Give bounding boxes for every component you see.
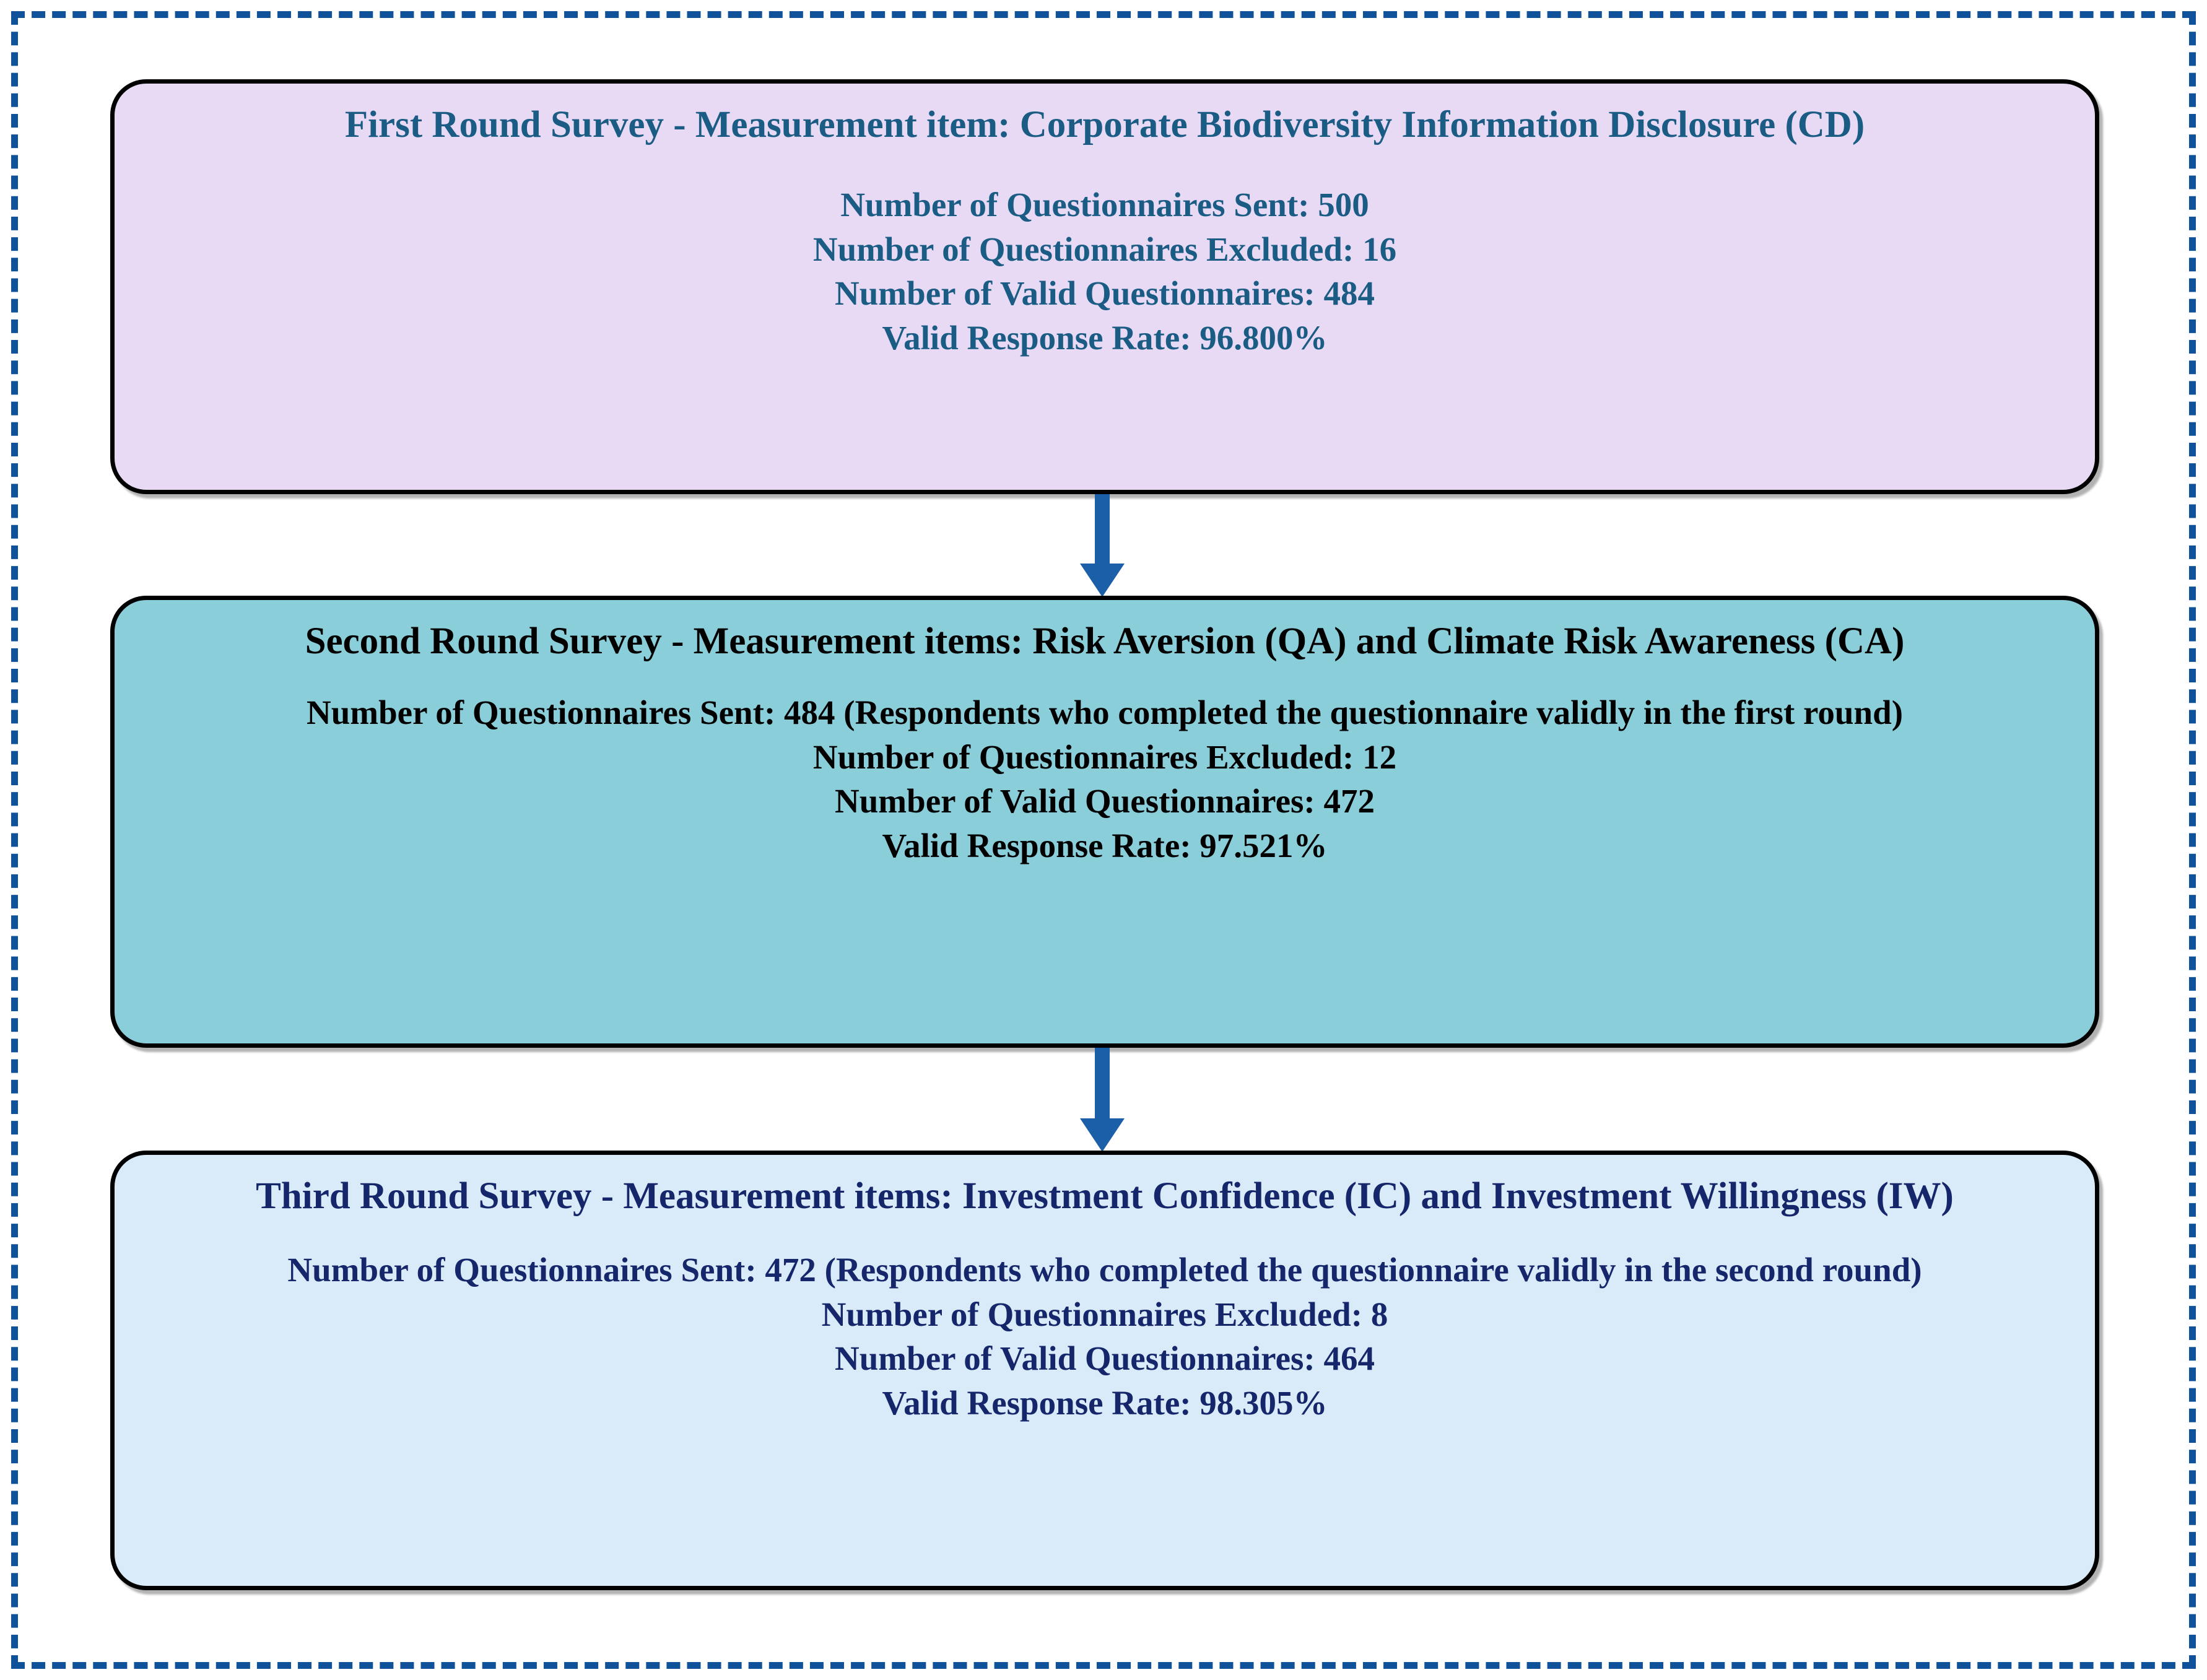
box-title-second-round: Second Round Survey - Measurement items:… [305,620,1905,662]
arrow-down-icon-second-to-third [1065,1048,1139,1153]
metric-line-response-rate: Valid Response Rate: 97.521% [882,826,1328,864]
metric-line-sent: Number of Questionnaires Sent: 472 (Resp… [287,1251,1922,1289]
box-title-third-round: Third Round Survey - Measurement items: … [256,1175,1954,1217]
metric-line-excluded: Number of Questionnaires Excluded: 12 [812,738,1397,776]
flow-box-first-round: First Round Survey - Measurement item: C… [110,79,2099,494]
box-body-third-round: Number of Questionnaires Sent: 472 (Resp… [186,1248,2023,1425]
metric-line-sent: Number of Questionnaires Sent: 484 (Resp… [306,694,1904,732]
box-body-second-round: Number of Questionnaires Sent: 484 (Resp… [186,690,2023,868]
metric-line-sent: Number of Questionnaires Sent: 500 [840,186,1369,224]
flow-box-third-round: Third Round Survey - Measurement items: … [110,1151,2099,1590]
metric-line-valid: Number of Valid Questionnaires: 484 [835,274,1375,313]
metric-line-response-rate: Valid Response Rate: 96.800% [882,318,1328,357]
metric-line-excluded: Number of Questionnaires Excluded: 16 [812,230,1397,268]
metric-line-response-rate: Valid Response Rate: 98.305% [882,1383,1328,1422]
metric-line-excluded: Number of Questionnaires Excluded: 8 [821,1295,1388,1333]
box-title-first-round: First Round Survey - Measurement item: C… [344,104,1865,146]
metric-line-valid: Number of Valid Questionnaires: 472 [835,782,1375,820]
flow-box-second-round: Second Round Survey - Measurement items:… [110,596,2099,1048]
box-body-first-round: Number of Questionnaires Sent: 500 Numbe… [186,183,2023,360]
metric-line-valid: Number of Valid Questionnaires: 464 [835,1339,1375,1378]
arrow-down-icon-first-to-second [1065,494,1139,598]
